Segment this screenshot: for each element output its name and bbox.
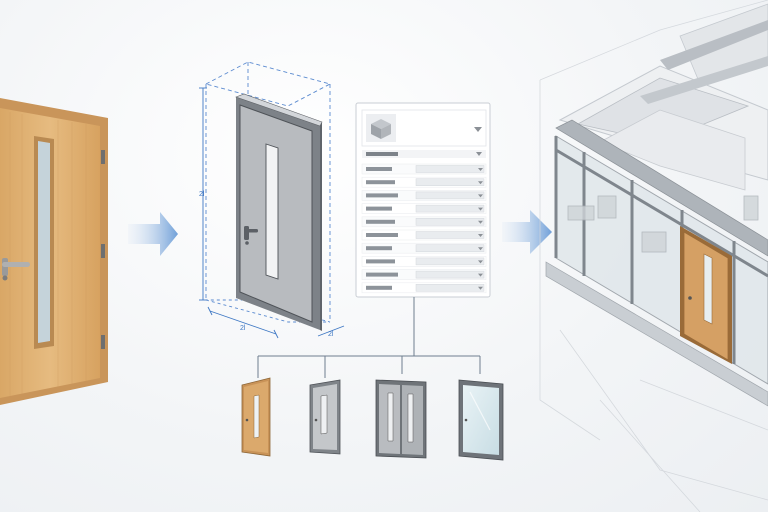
- chevron-down-icon: [478, 207, 483, 211]
- property-row[interactable]: [361, 282, 487, 294]
- property-label: [366, 285, 392, 290]
- variant-gray-single-door[interactable]: [309, 379, 341, 455]
- property-value-field[interactable]: [415, 165, 485, 173]
- chevron-down-icon: [478, 247, 483, 251]
- property-row[interactable]: [361, 190, 487, 201]
- variant-gray-double-door[interactable]: [375, 379, 427, 459]
- property-label: [366, 167, 392, 171]
- property-label: [366, 233, 398, 237]
- chevron-down-icon: [478, 194, 483, 198]
- chevron-down-icon: [474, 127, 482, 132]
- chevron-down-icon: [478, 260, 483, 264]
- door-handle-icon: [2, 258, 30, 281]
- property-row[interactable]: [361, 176, 487, 188]
- property-rows: [361, 163, 487, 294]
- property-row[interactable]: [361, 269, 487, 280]
- property-row[interactable]: [361, 203, 487, 214]
- property-row[interactable]: [361, 256, 487, 267]
- property-value-field[interactable]: [415, 178, 485, 186]
- door-variants: [241, 377, 504, 461]
- properties-panel: [355, 102, 491, 298]
- parametric-door-model: 2l 2l 2l: [199, 61, 345, 339]
- chevron-down-icon: [478, 181, 483, 185]
- property-label: [366, 272, 398, 277]
- property-value-field[interactable]: [415, 191, 485, 200]
- door-handle-icon: [244, 226, 258, 245]
- property-label: [366, 259, 395, 264]
- arrow-right-icon: [128, 212, 178, 256]
- wood-door-photo: [0, 98, 108, 405]
- property-value-field[interactable]: [415, 231, 485, 239]
- property-label: [366, 193, 398, 198]
- panel-section-header: [362, 150, 486, 158]
- property-row[interactable]: [361, 229, 487, 241]
- depth-dimension-label: 2l: [328, 331, 334, 338]
- property-label: [366, 219, 395, 224]
- chevron-down-icon: [478, 234, 483, 237]
- hinge-icon: [101, 150, 105, 164]
- property-label: [366, 206, 392, 211]
- dimension-lines: [199, 87, 345, 339]
- property-value-field[interactable]: [415, 284, 485, 292]
- property-row[interactable]: [361, 242, 487, 254]
- chevron-down-icon: [478, 273, 483, 277]
- type-selector[interactable]: [361, 109, 487, 147]
- variant-wood-single-door[interactable]: [241, 377, 271, 457]
- chevron-down-icon: [478, 168, 483, 171]
- property-label: [366, 246, 392, 251]
- property-value-field[interactable]: [415, 270, 485, 279]
- arrow-right-icon: [502, 210, 552, 254]
- hinge-icon: [101, 244, 105, 258]
- width-dimension-label: 2l: [240, 325, 246, 332]
- variant-glass-door[interactable]: [458, 379, 504, 461]
- cube-icon: [366, 114, 396, 142]
- property-value-field[interactable]: [415, 218, 485, 226]
- height-dimension-label: 2l: [199, 191, 205, 198]
- variant-connectors: [257, 297, 481, 378]
- vision-panel-glass: [38, 141, 50, 343]
- property-row[interactable]: [361, 163, 487, 175]
- property-label: [366, 180, 395, 185]
- property-value-field[interactable]: [415, 244, 485, 252]
- bounding-box: [204, 61, 332, 323]
- vision-panel: [265, 143, 279, 280]
- chevron-down-icon: [478, 220, 483, 224]
- property-value-field[interactable]: [415, 204, 485, 213]
- chevron-down-icon: [478, 286, 483, 290]
- property-row[interactable]: [361, 216, 487, 228]
- property-value-field[interactable]: [415, 257, 485, 266]
- placed-wood-door: [680, 226, 732, 364]
- hinge-icon: [101, 335, 105, 349]
- building-model: [539, 0, 768, 512]
